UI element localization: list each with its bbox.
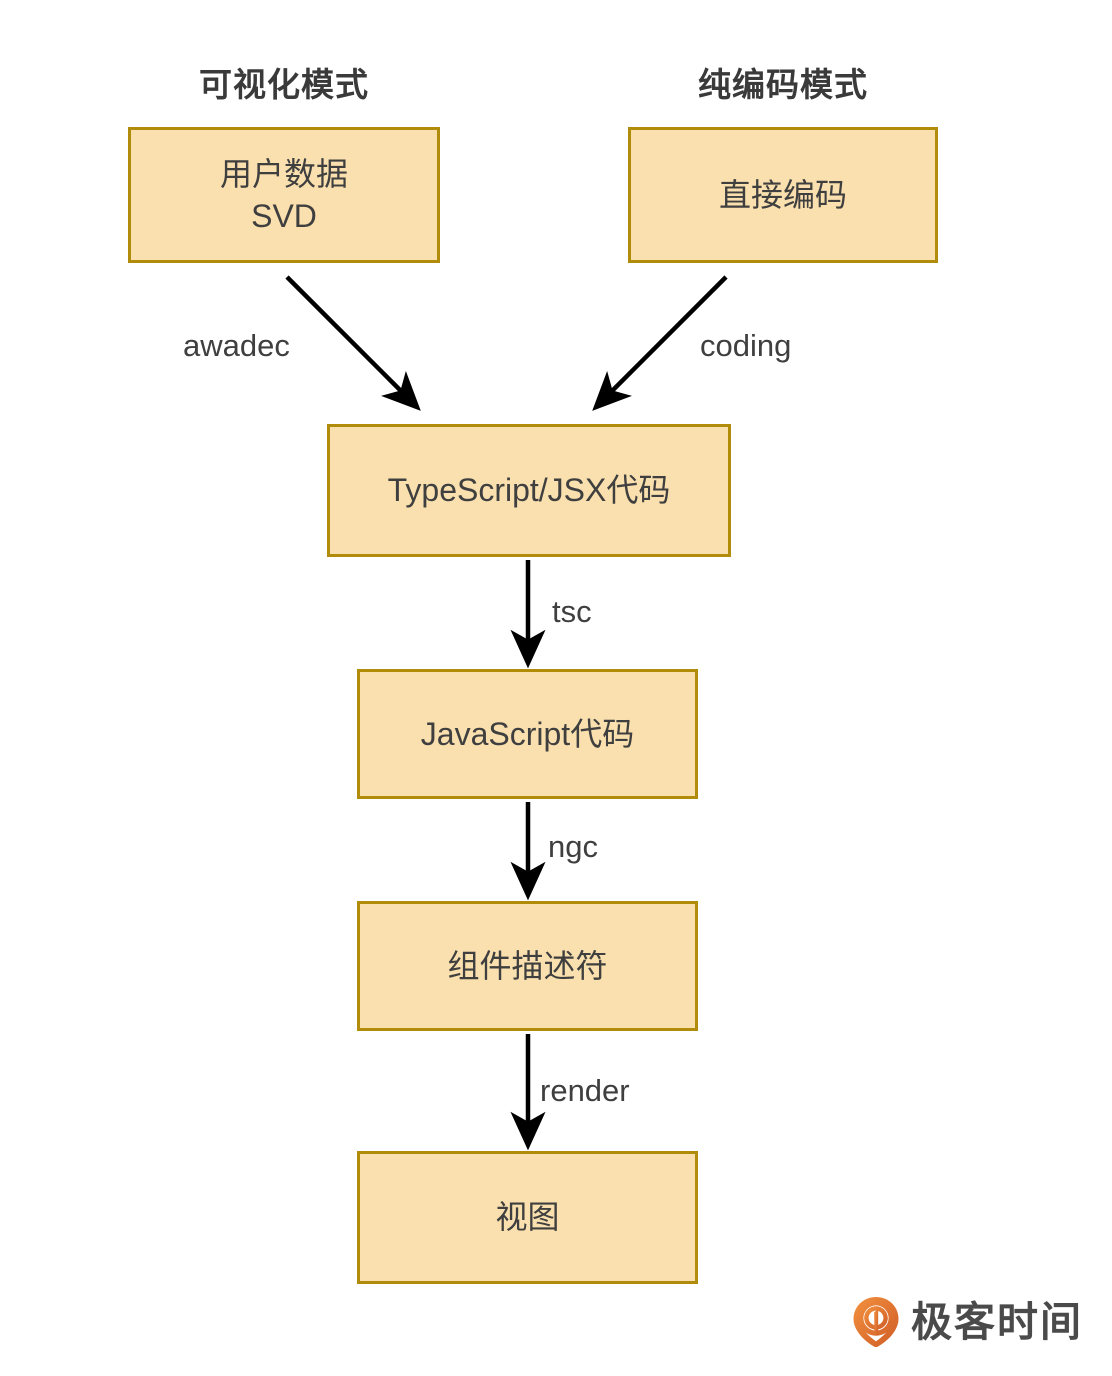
column-heading-visual-mode: 可视化模式	[199, 66, 369, 103]
edge-label-render: render	[540, 1073, 630, 1108]
edge-label-tsc: tsc	[552, 594, 592, 629]
brand-name: 极客时间	[911, 1298, 1083, 1345]
brand-watermark: 极客时间	[852, 1296, 1083, 1348]
node-typescript-jsx-code[interactable]: TypeScript/JSX代码	[327, 424, 731, 557]
edge-label-ngc: ngc	[548, 829, 598, 864]
node-view[interactable]: 视图	[357, 1151, 698, 1284]
node-user-data-line1: 用户数据	[219, 155, 348, 192]
geektime-pin-icon	[853, 1297, 899, 1348]
column-heading-pure-coding-mode: 纯编码模式	[698, 66, 868, 103]
node-direct-code-label: 直接编码	[718, 176, 847, 213]
node-javascript-code-label: JavaScript代码	[420, 715, 635, 752]
node-user-data-svd[interactable]: 用户数据 SVD	[128, 127, 440, 263]
edge-label-awadec: awadec	[183, 328, 290, 363]
node-user-data-line2: SVD	[251, 198, 317, 234]
node-view-label: 视图	[495, 1199, 560, 1236]
node-javascript-code[interactable]: JavaScript代码	[357, 669, 698, 799]
node-component-descriptor[interactable]: 组件描述符	[357, 901, 698, 1031]
node-component-descriptor-label: 组件描述符	[447, 947, 608, 984]
node-typescript-jsx-code-label: TypeScript/JSX代码	[387, 472, 671, 509]
arrow-user-data-to-ts-jsx	[285, 275, 421, 411]
node-direct-code[interactable]: 直接编码	[628, 127, 938, 263]
arrow-direct-code-to-ts-jsx	[592, 275, 728, 411]
edge-label-coding: coding	[700, 328, 792, 363]
